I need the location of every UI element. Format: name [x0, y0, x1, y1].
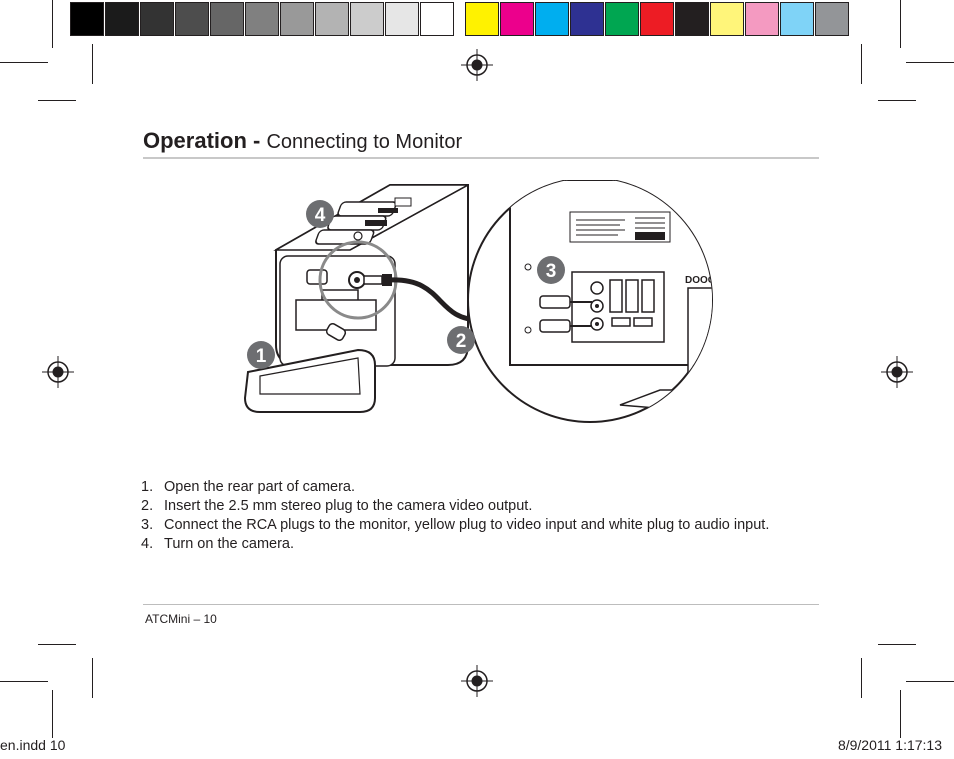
tv-brand-label: DOOO — [685, 275, 716, 286]
callout-1-label: 1 — [256, 346, 267, 367]
slug-filename: en.indd 10 — [0, 737, 66, 753]
color-swatch — [710, 2, 744, 36]
list-item: 1. Open the rear part of camera. — [141, 478, 769, 497]
step-text: Turn on the camera. — [164, 536, 295, 552]
gray-swatch — [140, 2, 174, 36]
gray-swatch — [350, 2, 384, 36]
registration-mark-left-icon — [42, 356, 74, 388]
step-number: 4. — [141, 536, 154, 552]
page-title-subtitle: Connecting to Monitor — [266, 131, 463, 153]
gray-swatch — [280, 2, 314, 36]
page-footer: ATCMini – 10 — [145, 612, 217, 626]
color-swatch — [605, 2, 639, 36]
callout-4: 4 — [306, 200, 334, 228]
monitor-ports-zoom: DOOO — [467, 180, 716, 423]
slug-timestamp: 8/9/2011 1:17:13 — [837, 737, 942, 753]
color-calibration-bar — [70, 2, 860, 36]
gray-swatch — [210, 2, 244, 36]
footer-divider — [143, 604, 819, 605]
camera-icon — [243, 184, 469, 413]
registration-mark-right-icon — [881, 356, 913, 388]
step-text: Connect the RCA plugs to the monitor, ye… — [164, 517, 770, 533]
page-title-bold: Operation - — [143, 128, 267, 153]
camera-monitor-connection-illustration: DOOO 1 2 3 4 — [243, 180, 716, 423]
color-swatch — [535, 2, 569, 36]
callout-4-label: 4 — [315, 205, 326, 226]
registration-mark-bottom-icon — [461, 665, 493, 697]
callout-2-label: 2 — [456, 331, 467, 352]
color-swatch — [815, 2, 849, 36]
registration-mark-top-icon — [461, 49, 493, 81]
color-swatch — [500, 2, 534, 36]
gray-swatch — [245, 2, 279, 36]
list-item: 3. Connect the RCA plugs to the monitor, … — [141, 516, 769, 535]
step-number: 2. — [141, 498, 154, 514]
list-item: 4. Turn on the camera. — [141, 535, 769, 554]
color-swatches — [465, 2, 850, 36]
color-swatch — [465, 2, 499, 36]
color-swatch — [640, 2, 674, 36]
gray-swatch — [315, 2, 349, 36]
step-number: 3. — [141, 517, 154, 533]
list-item: 2. Insert the 2.5 mm stereo plug to the c… — [141, 497, 769, 516]
color-swatch — [675, 2, 709, 36]
title-divider — [143, 157, 819, 159]
callout-3-label: 3 — [546, 261, 557, 282]
gray-swatch — [420, 2, 454, 36]
grayscale-swatches — [70, 2, 455, 36]
callout-3: 3 — [537, 256, 565, 284]
color-swatch — [745, 2, 779, 36]
gray-swatch — [175, 2, 209, 36]
step-number: 1. — [141, 479, 154, 495]
callout-1: 1 — [247, 341, 275, 369]
step-text: Insert the 2.5 mm stereo plug to the cam… — [164, 498, 533, 514]
gray-swatch — [105, 2, 139, 36]
gray-swatch — [385, 2, 419, 36]
instruction-steps: 1. Open the rear part of camera. 2. Insert… — [141, 478, 769, 554]
step-text: Open the rear part of camera. — [164, 479, 356, 495]
color-swatch — [570, 2, 604, 36]
color-swatch — [780, 2, 814, 36]
page-title: Operation - Connecting to Monitor — [143, 126, 462, 157]
callout-2: 2 — [447, 326, 475, 354]
gray-swatch — [70, 2, 104, 36]
